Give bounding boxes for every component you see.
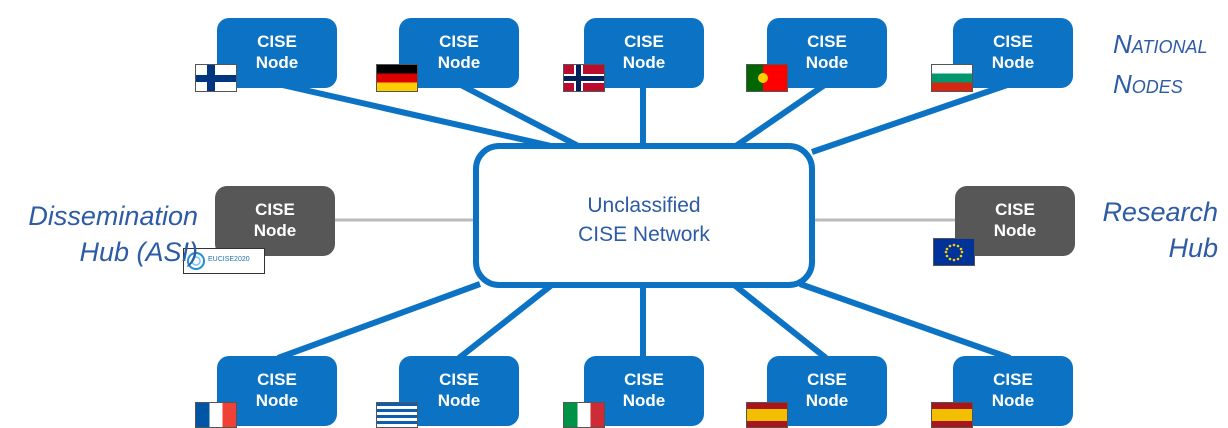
link-bottom-2 [457, 281, 555, 361]
network-title-line1: Unclassified [587, 194, 701, 217]
norway-flag-icon [563, 64, 605, 92]
dissemination-hub-line1: Dissemination [28, 201, 198, 231]
national-nodes-line1: National [1113, 29, 1208, 59]
research-hub-line1: Research [1102, 197, 1218, 227]
national-node-greece: CISE Node [399, 356, 519, 426]
greece-flag-icon [376, 402, 418, 428]
node-label-line2: Node [437, 53, 481, 72]
national-node-portugal: CISE Node [767, 18, 887, 88]
eu-flag-icon [933, 238, 975, 266]
spain-flag-icon [931, 402, 973, 428]
national-node-germany: CISE Node [399, 18, 519, 88]
national-node-bulgaria: CISE Node [953, 18, 1073, 88]
link-bottom-5 [799, 281, 1011, 361]
finland-flag-icon [195, 64, 237, 92]
eucise-swirl-icon [187, 252, 205, 270]
link-top-2 [457, 81, 588, 153]
research-hub-line2: Hub [1168, 233, 1218, 263]
eucise-logo-text: EUCISE2020 [208, 256, 250, 263]
national-node-norway: CISE Node [584, 18, 704, 88]
france-flag-icon [195, 402, 237, 428]
node-label-line1: CISE [439, 32, 479, 51]
node-label-line1: CISE [995, 200, 1035, 219]
dissemination-hub-node: CISE Node [215, 186, 335, 256]
link-top-5 [811, 81, 1011, 155]
node-label-line1: CISE [624, 370, 664, 389]
node-label-line2: Node [805, 53, 849, 72]
national-node-france: CISE Node [217, 356, 337, 426]
node-label-line1: CISE [993, 370, 1033, 389]
node-label-line2: Node [622, 391, 666, 410]
national-nodes-label: National Nodes [1113, 24, 1207, 104]
node-label-line1: CISE [255, 200, 295, 219]
node-label-line1: CISE [807, 32, 847, 51]
node-label-line1: CISE [993, 32, 1033, 51]
eucise2020-logo: EUCISE2020 [183, 248, 265, 274]
national-node-finland: CISE Node [217, 18, 337, 88]
eu-stars-icon [944, 243, 964, 262]
dissemination-hub-label: Dissemination Hub (ASI) [8, 198, 198, 270]
cise-network-box: Unclassified CISE Network [473, 143, 815, 288]
italy-flag-icon [563, 402, 605, 428]
network-title-line2: CISE Network [578, 223, 710, 246]
node-label-line2: Node [991, 53, 1035, 72]
node-label-line2: Node [253, 221, 297, 240]
national-node-spain-2: CISE Node [953, 356, 1073, 426]
link-top-1 [277, 81, 561, 151]
dissemination-hub-line2: Hub (ASI) [79, 237, 198, 267]
node-label-line2: Node [255, 391, 299, 410]
node-label-line2: Node [993, 221, 1037, 240]
link-top-4 [731, 81, 828, 151]
germany-flag-icon [376, 64, 418, 92]
bulgaria-flag-icon [931, 64, 973, 92]
link-bottom-1 [276, 281, 482, 361]
national-nodes-line2: Nodes [1113, 69, 1183, 99]
research-hub-node: CISE Node [955, 186, 1075, 256]
node-label-line1: CISE [257, 370, 297, 389]
research-hub-label: Research Hub [1090, 194, 1218, 266]
node-label-line2: Node [622, 53, 666, 72]
node-label-line2: Node [805, 391, 849, 410]
node-label-line1: CISE [807, 370, 847, 389]
node-label-line2: Node [437, 391, 481, 410]
spain-flag-icon [746, 402, 788, 428]
portugal-emblem-icon [758, 73, 768, 83]
link-bottom-4 [731, 281, 828, 361]
node-label-line2: Node [255, 53, 299, 72]
node-label-line1: CISE [624, 32, 664, 51]
portugal-flag-icon [746, 64, 788, 92]
node-label-line1: CISE [257, 32, 297, 51]
node-label-line1: CISE [439, 370, 479, 389]
node-label-line2: Node [991, 391, 1035, 410]
